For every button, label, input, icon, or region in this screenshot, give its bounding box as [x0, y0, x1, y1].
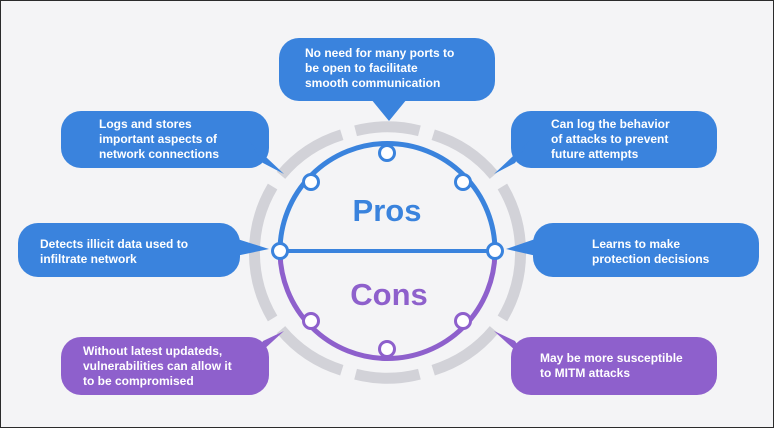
pros-item-logs-line3: network connections — [99, 147, 220, 161]
outer-ring-segment-top-right — [431, 129, 499, 179]
outer-ring-segment-top-left — [276, 129, 344, 179]
node-left — [271, 242, 289, 260]
pros-bubble-left — [18, 223, 269, 277]
pros-inner-arc — [277, 141, 498, 252]
outer-ring-segment-bottom-right — [431, 326, 499, 376]
pros-item-logs-line1: Logs and stores — [99, 117, 192, 131]
node-top-right — [454, 173, 472, 191]
cons-item-updates-line1: Without latest updateds, — [83, 344, 223, 358]
node-bottom-right — [454, 312, 472, 330]
pros-item-detects: Detects illicit data used to infiltrate … — [40, 237, 188, 267]
pros-item-ports-line2: be open to facilitate — [305, 61, 418, 75]
pros-item-detects-line2: infiltrate network — [40, 252, 137, 266]
pros-item-behavior-line1: Can log the behavior — [551, 117, 670, 131]
node-bottom-left — [302, 312, 320, 330]
outer-ring-segment-top — [354, 121, 421, 137]
node-top — [378, 144, 396, 162]
pros-bubble-top-right — [494, 111, 717, 174]
outer-ring-segment-bottom-left — [276, 326, 344, 376]
pros-item-learns-line1: Learns to make — [592, 237, 681, 251]
pros-bubble-top-left — [61, 111, 284, 174]
outer-ring — [249, 121, 526, 384]
pros-item-ports: No need for many ports to be open to fac… — [305, 46, 454, 91]
outer-ring-segment-right — [497, 183, 526, 322]
cons-item-mitm-line1: May be more susceptible — [540, 351, 683, 365]
pros-item-ports-line3: smooth communication — [305, 76, 441, 90]
cons-item-updates-line3: to be compromised — [83, 374, 194, 388]
pros-item-detects-line1: Detects illicit data used to — [40, 237, 189, 251]
cons-item-updates-line2: vulnerabilities can allow it — [83, 359, 232, 373]
outer-ring-segment-bottom — [354, 368, 421, 384]
cons-item-updates: Without latest updateds, vulnerabilities… — [83, 344, 232, 389]
pros-item-logs: Logs and stores important aspects of net… — [99, 117, 219, 162]
cons-inner-arc — [277, 250, 498, 361]
cons-item-mitm: May be more susceptible to MITM attacks — [540, 351, 683, 381]
pros-item-learns-line2: protection decisions — [592, 252, 710, 266]
cons-item-mitm-line2: to MITM attacks — [540, 366, 631, 380]
pros-item-behavior-line3: future attempts — [551, 147, 639, 161]
pros-bubble-right — [506, 223, 759, 277]
ring-nodes — [271, 144, 504, 358]
pros-item-learns: Learns to make protection decisions — [592, 237, 709, 267]
pros-item-behavior-line2: of attacks to prevent — [551, 132, 669, 146]
pros-item-ports-line1: No need for many ports to — [305, 46, 455, 60]
node-right — [486, 242, 504, 260]
pros-title: Pros — [353, 193, 422, 228]
cons-bubble-left — [61, 331, 284, 395]
pros-bubble-top — [279, 38, 495, 121]
node-bottom — [378, 340, 396, 358]
pros-item-logs-line2: important aspects of — [99, 132, 218, 146]
node-top-left — [302, 173, 320, 191]
outer-ring-segment-left — [249, 183, 278, 322]
cons-bubble-right — [494, 331, 717, 395]
cons-title: Cons — [350, 277, 428, 312]
pros-item-behavior: Can log the behavior of attacks to preve… — [551, 117, 670, 162]
